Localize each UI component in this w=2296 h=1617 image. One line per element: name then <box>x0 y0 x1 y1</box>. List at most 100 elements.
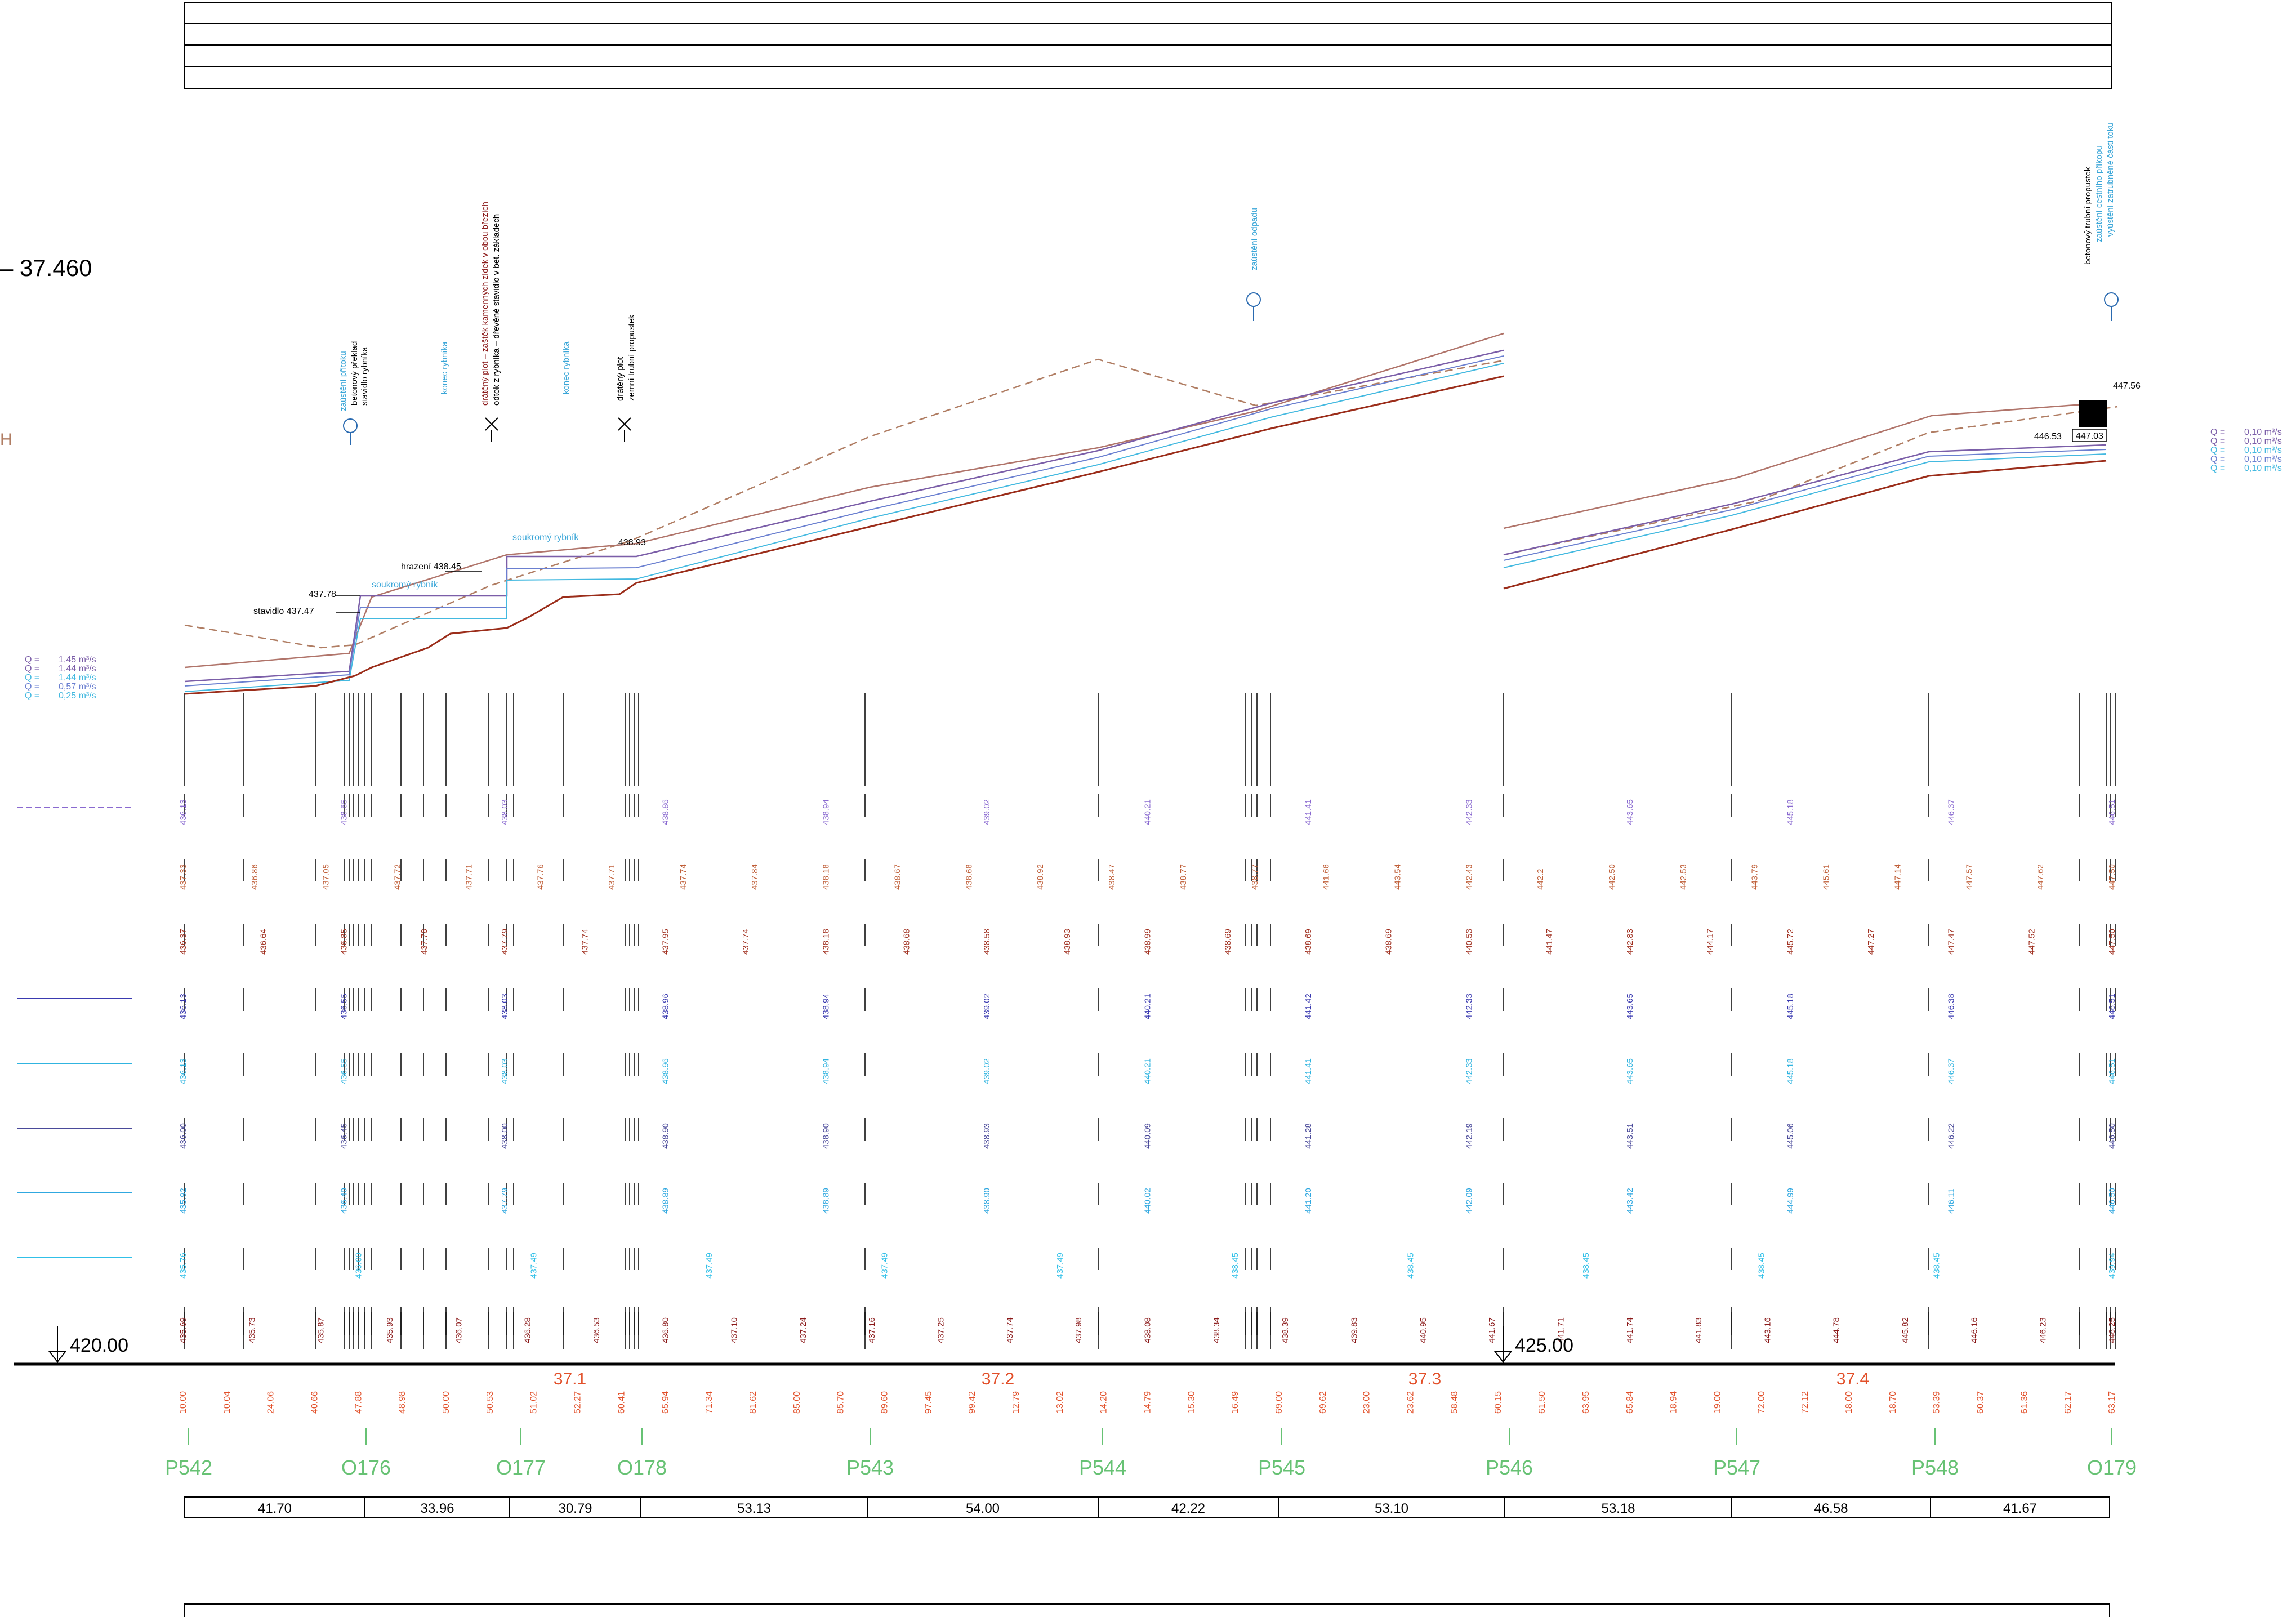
table-cell: 438.00 <box>500 1123 510 1149</box>
table-cell: 436.64 <box>259 929 269 955</box>
table-cell: 437.16 <box>867 1317 877 1343</box>
table-cell: 441.41 <box>1304 1058 1313 1084</box>
vertical-note: konec rybníka <box>440 341 449 394</box>
outfall-symbol <box>1246 292 1261 321</box>
table-cell: 436.45 <box>339 1123 349 1149</box>
km-mark: 37.3 <box>1408 1370 1441 1388</box>
table-cell: 436.86 <box>250 864 260 890</box>
table-cell: 441.66 <box>1322 864 1331 890</box>
vertical-note: drátěný plot – zaštěk kamenných zídek v … <box>480 202 490 406</box>
section-label: O178 <box>617 1456 667 1479</box>
terrain-dashed-right <box>1503 406 2118 556</box>
inflow-symbol <box>343 418 358 445</box>
stationing-label: 15.30 <box>1187 1391 1196 1414</box>
table-cell: 446.11 <box>1947 1188 1956 1214</box>
table-cell: 438.58 <box>982 929 992 955</box>
table-cell: 443.54 <box>1393 864 1402 890</box>
table-cell: 442.09 <box>1464 1188 1474 1214</box>
discharge-value: 1,44 m³/s <box>59 664 96 674</box>
table-cell: 438.69 <box>1223 929 1233 955</box>
datum-label-left: 420.00 <box>70 1335 128 1356</box>
table-cell: 439.02 <box>982 1058 992 1084</box>
table-cell: 438.65 <box>339 799 349 825</box>
table-cell: 437.49 <box>529 1253 539 1279</box>
table-cell: 438.96 <box>661 1058 670 1084</box>
table-cell: 437.24 <box>799 1317 808 1343</box>
stationing-label: 50.00 <box>442 1391 451 1414</box>
section-label: P547 <box>1713 1456 1760 1479</box>
vertical-note: betonový překlad <box>350 341 359 406</box>
table-cell: 447.50 <box>2107 929 2117 955</box>
table-cell: 435.87 <box>316 1317 326 1343</box>
stationing-label: 10.00 <box>179 1391 188 1414</box>
table-cell: 438.89 <box>822 1188 831 1214</box>
stationing-label: 65.84 <box>1625 1391 1635 1414</box>
table-cell: 438.90 <box>822 1123 831 1149</box>
bank-line-right <box>1503 402 2107 529</box>
km-mark: 37.4 <box>1836 1370 1869 1388</box>
table-cell: 438.94 <box>822 799 831 825</box>
table-cell: 436.85 <box>339 929 349 955</box>
stationing-label: 10.04 <box>222 1391 232 1414</box>
table-cell: 437.74 <box>581 929 590 955</box>
stationing-label: 18.70 <box>1888 1391 1898 1414</box>
discharge-legend-left: Q =1,45 m³/sQ =1,44 m³/sQ =1,44 m³/sQ =0… <box>25 655 96 701</box>
stationing-label: 60.15 <box>1493 1391 1503 1414</box>
vertical-note: zemní trubní propustek <box>627 314 636 401</box>
table-cell: 441.42 <box>1304 994 1313 1019</box>
bank-line <box>184 332 1504 669</box>
table-cell: 447.14 <box>1893 864 1902 890</box>
discharge-value: 1,45 m³/s <box>59 655 96 665</box>
table-cell: 437.76 <box>536 864 545 890</box>
annotation-soukromy-rybnik-1: soukromý rybník <box>372 580 438 590</box>
table-cell: 446.50 <box>2107 1123 2117 1149</box>
table-cell: 446.23 <box>2039 1317 2048 1343</box>
table-cell: 447.47 <box>1947 929 1956 955</box>
table-cell: 446.22 <box>1947 1123 1956 1149</box>
stationing-label: 63.95 <box>1581 1391 1591 1414</box>
table-cell: 438.69 <box>1384 929 1394 955</box>
table-cell: 445.06 <box>1786 1123 1795 1149</box>
pond-annotations: 437.78 stavidlo 437.47 soukromý rybník h… <box>253 381 2141 616</box>
table-cell: 441.28 <box>1304 1123 1313 1149</box>
table-cell: 438.45 <box>1406 1253 1416 1279</box>
table-cell: 446.51 <box>2107 799 2117 825</box>
table-cell: 443.65 <box>1625 799 1635 825</box>
stationing-label: 13.02 <box>1055 1391 1065 1414</box>
stationing-label: 81.62 <box>748 1391 758 1414</box>
stationing-label: 12.79 <box>1011 1391 1021 1414</box>
stationing-label: 58.48 <box>1450 1391 1459 1414</box>
segment-length: 53.18 <box>1601 1501 1635 1516</box>
table-cell: 444.17 <box>1705 929 1715 955</box>
annotation-level-43893: 438.93 <box>618 538 646 547</box>
vertical-note: zaústění cestního příkopu <box>2094 145 2104 242</box>
section-label: P542 <box>165 1456 212 1479</box>
table-cell: 445.18 <box>1786 994 1795 1019</box>
table-cell: 443.65 <box>1625 1058 1635 1084</box>
discharge-label: Q = <box>2210 455 2225 464</box>
bottom-line <box>184 375 1504 695</box>
stationing-label: 60.41 <box>617 1391 626 1414</box>
vertical-note: odtok z rybníka – dřevěné stavidlo v bet… <box>492 214 501 406</box>
segment-length: 42.22 <box>1171 1501 1205 1516</box>
table-cell: 437.84 <box>750 864 760 890</box>
table-cell: 436.55 <box>339 994 349 1019</box>
q100-line-right <box>1503 444 2107 556</box>
table-cell: 441.67 <box>1487 1317 1497 1343</box>
table-cell: 443.65 <box>1625 994 1635 1019</box>
table-cell: 439.94 <box>2107 1253 2117 1279</box>
table-cell: 442.43 <box>1464 864 1474 890</box>
stationing-label: 61.50 <box>1537 1391 1547 1414</box>
table-cell: 438.69 <box>1304 929 1313 955</box>
q20-line <box>184 355 1504 687</box>
datum-marker-left <box>48 1326 67 1364</box>
stationing-label: 50.53 <box>485 1391 495 1414</box>
table-cell: 438.67 <box>893 864 903 890</box>
table-cell: 445.18 <box>1786 1058 1795 1084</box>
station-verticals <box>184 693 2116 1349</box>
q5-line <box>184 363 1504 692</box>
stationing-label: 24.06 <box>266 1391 276 1414</box>
table-cell: 441.47 <box>1545 929 1554 955</box>
table-cell: 447.50 <box>2107 864 2117 890</box>
